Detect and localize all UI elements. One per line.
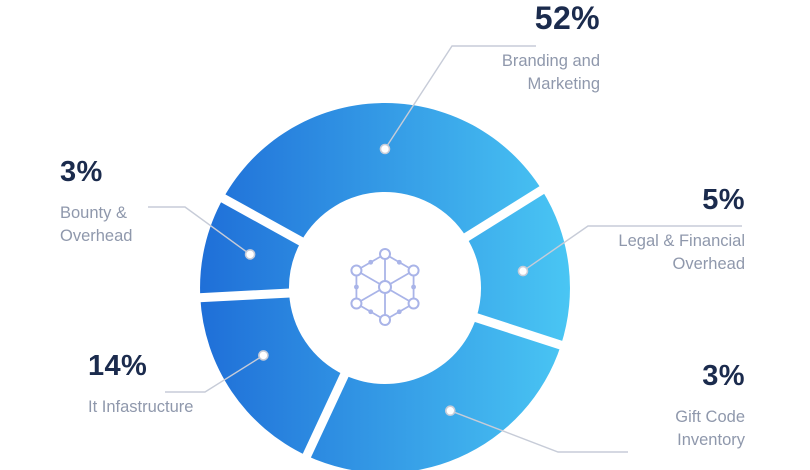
icon-mid-node — [396, 259, 402, 265]
segment-gap — [469, 311, 569, 352]
gift-percent: 3% — [702, 360, 745, 392]
icon-mid-node — [396, 309, 402, 315]
icon-vertex-node — [350, 297, 363, 310]
leader-line-gift — [450, 410, 628, 453]
icon-center-node — [378, 280, 392, 294]
callout-bounty: 3% Bounty & Overhead — [60, 156, 230, 248]
legal-label: Legal & Financial Overhead — [618, 232, 745, 273]
icon-mid-node — [368, 259, 374, 265]
segment-legal — [466, 190, 570, 346]
bounty-percent: 3% — [60, 156, 103, 188]
marker-branding — [379, 143, 391, 155]
legal-percent: 5% — [702, 184, 745, 216]
icon-vertex-node — [407, 264, 420, 277]
branding-percent: 52% — [534, 0, 600, 36]
leader-line-branding — [384, 45, 536, 150]
callout-it-infrastructure: 14% It Infastructure — [88, 350, 318, 419]
leader-line-bounty — [148, 206, 251, 255]
blockchain-network-icon — [350, 248, 420, 326]
segment-gap — [215, 191, 309, 249]
segment-gap — [194, 288, 296, 303]
icon-vertex-node — [350, 264, 363, 277]
icon-mid-node — [354, 284, 359, 290]
segment-separators — [194, 182, 569, 464]
marker-bounty — [244, 249, 256, 260]
it-percent: 14% — [88, 350, 148, 382]
segment-gift — [306, 317, 561, 470]
marker-it — [258, 350, 269, 361]
donut-segments — [200, 103, 570, 470]
branding-label: Branding and Marketing — [501, 52, 600, 93]
icon-vertex-node — [379, 314, 391, 326]
it-label: It Infastructure — [88, 398, 194, 416]
segment-it — [200, 293, 345, 456]
marker-legal — [517, 265, 529, 277]
callout-gift-code: 3% Gift Code Inventory — [565, 360, 745, 452]
marker-gift — [444, 405, 456, 417]
gift-label: Gift Code Inventory — [675, 408, 745, 449]
icon-mid-node — [368, 309, 374, 315]
segment-bounty — [200, 198, 301, 298]
callout-legal: 5% Legal & Financial Overhead — [515, 184, 745, 276]
bounty-label: Bounty & Overhead — [60, 204, 133, 245]
segment-branding — [223, 103, 542, 242]
leader-lines — [148, 45, 742, 453]
icon-vertex-node — [407, 297, 420, 310]
segment-gap — [300, 367, 352, 464]
segment-gap — [458, 182, 550, 245]
leader-line-legal — [522, 225, 742, 272]
icon-vertex-node — [379, 248, 391, 260]
icon-mid-node — [411, 284, 416, 290]
leader-line-it — [165, 354, 264, 393]
callout-branding: 52% Branding and Marketing — [390, 0, 600, 96]
